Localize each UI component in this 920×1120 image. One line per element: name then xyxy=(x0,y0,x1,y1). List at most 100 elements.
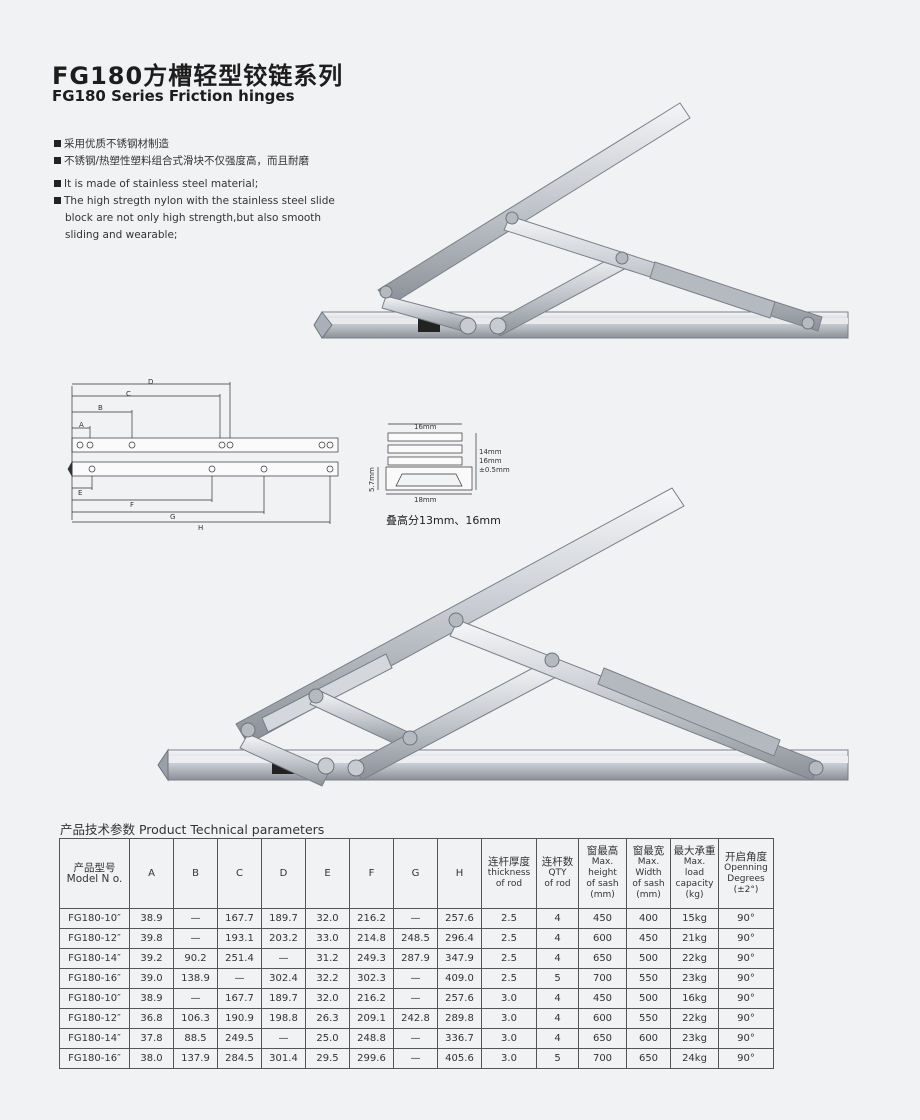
table-cell: 24kg xyxy=(670,1048,719,1069)
table-cell: 289.8 xyxy=(437,1008,482,1029)
table-cell: 137.9 xyxy=(173,1048,218,1069)
stack-dim-14: 14mm xyxy=(479,448,502,456)
table-cell: 2.5 xyxy=(481,968,537,989)
table-cell: — xyxy=(261,1028,306,1049)
table-cell: 5 xyxy=(536,1048,579,1069)
table-cell: 5 xyxy=(536,968,579,989)
table-cell: 39.0 xyxy=(129,968,174,989)
table-cell: — xyxy=(217,968,262,989)
table-cell: 32.0 xyxy=(305,988,350,1009)
col-header-c: C xyxy=(217,838,262,909)
feature-item: 不锈钢/热塑性塑料组合式滑块不仅强度高，而且耐磨 xyxy=(54,153,364,170)
stack-dim-top: 16mm xyxy=(414,423,437,431)
table-cell: 216.2 xyxy=(349,908,394,929)
table-cell: 2.5 xyxy=(481,908,537,929)
dim-label-e: E xyxy=(78,489,82,497)
feature-list: 采用优质不锈钢材制造 不锈钢/热塑性塑料组合式滑块不仅强度高，而且耐磨 It i… xyxy=(54,136,364,244)
table-cell: 22kg xyxy=(670,1008,719,1029)
table-cell: 405.6 xyxy=(437,1048,482,1069)
table-cell: 90° xyxy=(718,1028,774,1049)
table-cell: 138.9 xyxy=(173,968,218,989)
table-cell: FG180-12″ xyxy=(59,928,130,949)
page-title-english: FG180 Series Friction hinges xyxy=(52,87,295,105)
table-cell: 302.3 xyxy=(349,968,394,989)
table-cell: 500 xyxy=(626,948,671,969)
table-cell: 31.2 xyxy=(305,948,350,969)
stack-dim-bottom: 18mm xyxy=(414,496,437,504)
col-header-g: G xyxy=(393,838,438,909)
table-cell: 650 xyxy=(578,1028,627,1049)
table-cell: 167.7 xyxy=(217,908,262,929)
table-cell: 4 xyxy=(536,928,579,949)
table-cell: 23kg xyxy=(670,968,719,989)
table-cell: 38.9 xyxy=(129,908,174,929)
table-cell: 15kg xyxy=(670,908,719,929)
table-cell: — xyxy=(393,1048,438,1069)
table-cell: — xyxy=(261,948,306,969)
table-cell: 248.8 xyxy=(349,1028,394,1049)
table-cell: 33.0 xyxy=(305,928,350,949)
bullet-square-icon xyxy=(54,157,61,164)
table-cell: — xyxy=(393,908,438,929)
table-title: 产品技术参数 Product Technical parameters xyxy=(60,822,325,837)
col-header-a: A xyxy=(129,838,174,909)
table-cell: 90.2 xyxy=(173,948,218,969)
table-cell: 600 xyxy=(578,1008,627,1029)
table-cell: 39.2 xyxy=(129,948,174,969)
table-cell: 39.8 xyxy=(129,928,174,949)
table-cell: 26.3 xyxy=(305,1008,350,1029)
col-header-h: H xyxy=(437,838,482,909)
table-cell: 216.2 xyxy=(349,988,394,1009)
page-title-chinese: FG180方槽轻型铰链系列 xyxy=(52,62,344,90)
table-cell: 409.0 xyxy=(437,968,482,989)
table-cell: 650 xyxy=(578,948,627,969)
table-cell: 248.5 xyxy=(393,928,438,949)
table-cell: 38.0 xyxy=(129,1048,174,1069)
table-cell: FG180-10″ xyxy=(59,988,130,1009)
dim-label-c: C xyxy=(126,390,131,398)
table-cell: 90° xyxy=(718,1048,774,1069)
table-cell: 2.5 xyxy=(481,928,537,949)
table-cell: 700 xyxy=(578,1048,627,1069)
table-cell: — xyxy=(173,908,218,929)
col-header-b: B xyxy=(173,838,218,909)
table-cell: 189.7 xyxy=(261,908,306,929)
table-cell: 36.8 xyxy=(129,1008,174,1029)
table-cell: 32.0 xyxy=(305,908,350,929)
table-cell: 347.9 xyxy=(437,948,482,969)
dim-label-a: A xyxy=(79,421,84,429)
table-cell: 287.9 xyxy=(393,948,438,969)
table-cell: 22kg xyxy=(670,948,719,969)
table-cell: 450 xyxy=(578,988,627,1009)
table-cell: FG180-10″ xyxy=(59,908,130,929)
table-cell: FG180-16″ xyxy=(59,1048,130,1069)
table-cell: 4 xyxy=(536,1028,579,1049)
table-cell: 600 xyxy=(578,928,627,949)
dim-label-g: G xyxy=(170,513,175,521)
table-cell: 90° xyxy=(718,908,774,929)
table-cell: — xyxy=(393,988,438,1009)
table-cell: 190.9 xyxy=(217,1008,262,1029)
dim-label-b: B xyxy=(98,404,103,412)
table-cell: 203.2 xyxy=(261,928,306,949)
table-cell: 38.9 xyxy=(129,988,174,1009)
table-cell: 700 xyxy=(578,968,627,989)
table-cell: 3.0 xyxy=(481,1048,537,1069)
table-cell: 257.6 xyxy=(437,988,482,1009)
table-cell: 29.5 xyxy=(305,1048,350,1069)
table-cell: 90° xyxy=(718,988,774,1009)
table-cell: 2.5 xyxy=(481,948,537,969)
